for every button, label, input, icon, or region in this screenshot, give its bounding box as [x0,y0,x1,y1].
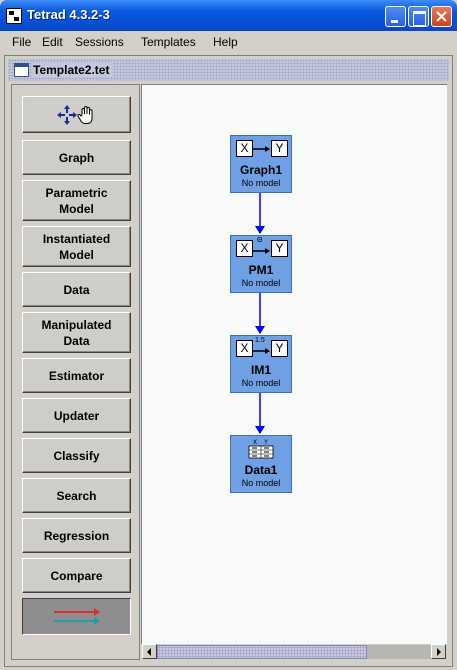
frame-window-icon [14,63,29,77]
data-tool-button[interactable]: Data [22,272,131,307]
graph-xy-icon: X Y [235,140,288,160]
node-title: Data1 [244,463,278,477]
window-title: Tetrad 4.3.2-3 [27,7,110,22]
icon-y-box: Y [271,340,288,357]
node-status: No model [241,278,281,288]
node-title: PM1 [248,263,274,277]
tool-label: Instantiated Model [42,231,111,262]
tool-label: Compare [50,568,103,583]
arrow-icon [253,348,270,354]
select-move-tool-button[interactable] [22,96,131,133]
parametric-model-tool-button[interactable]: Parametric Model [22,180,131,221]
move-select-icon [56,104,92,125]
node-graph1[interactable]: X Y Graph1 No model [230,135,292,193]
flow-arrows-icon [53,607,100,625]
maximize-button[interactable] [408,6,429,27]
node-status: No model [241,378,281,388]
node-im1[interactable]: X 1.5 Y IM1 No model [230,335,292,393]
search-tool-button[interactable]: Search [22,478,131,513]
node-status: No model [241,178,281,188]
instantiated-model-tool-button[interactable]: Instantiated Model [22,226,131,267]
tool-label: Parametric Model [45,185,108,216]
updater-tool-button[interactable]: Updater [22,398,131,433]
tool-label: Manipulated Data [41,317,112,348]
compare-tool-button[interactable]: Compare [22,558,131,593]
internal-frame-title: Template2.tet [33,63,114,77]
theta-label: Θ [257,237,263,244]
parametric-model-icon: X Θ Y [235,237,288,260]
data-table-icon: X Y [248,439,274,459]
close-button[interactable] [431,6,452,27]
edges-layer [255,193,265,434]
scroll-left-arrow-button[interactable] [142,644,157,659]
tool-label: Regression [43,528,110,543]
graph-tool-button[interactable]: Graph [22,140,131,175]
manipulated-data-tool-button[interactable]: Manipulated Data [22,312,131,353]
close-icon [436,11,447,22]
menu-edit[interactable]: Edit [42,35,63,49]
canvas-right-edge [447,84,449,644]
menu-file[interactable]: File [12,35,32,49]
icon-y-box: Y [271,240,288,257]
tool-label: Updater [53,408,100,423]
svg-text:X: X [253,439,257,446]
regression-tool-button[interactable]: Regression [22,518,131,553]
estimator-tool-button[interactable]: Estimator [22,358,131,393]
menu-help[interactable]: Help [213,35,238,49]
arrow-icon [253,146,270,152]
icon-y-box: Y [271,140,288,157]
tool-label: Search [56,488,97,503]
flow-arrows-tool-button[interactable] [22,598,131,635]
session-workbench-canvas[interactable]: X Y Graph1 No model X Θ Y PM1 No model X [141,84,447,644]
node-title: IM1 [250,363,271,377]
arrow-icon [253,248,270,254]
node-title: Graph1 [239,163,282,177]
scroll-right-arrow-button[interactable] [431,644,446,659]
title-bar[interactable]: Tetrad 4.3.2-3 [0,0,457,31]
minimize-button[interactable] [385,6,406,27]
tetrad-app-icon [6,8,22,24]
instantiated-model-icon: X 1.5 Y [235,337,288,360]
menu-templates[interactable]: Templates [141,35,196,49]
tool-label: Graph [58,150,95,165]
menu-bar: File Edit Sessions Templates Help [4,31,453,53]
menu-sessions[interactable]: Sessions [75,35,124,49]
icon-x-box: X [236,340,253,357]
icon-x-box: X [236,140,253,157]
svg-text:Y: Y [263,439,268,446]
tool-label: Estimator [48,368,105,383]
node-data1[interactable]: X Y Data1 No model [230,435,292,493]
internal-frame-title-bar[interactable] [8,59,449,81]
tool-label: Data [63,282,90,297]
icon-x-box: X [236,240,253,257]
scrollbar-thumb[interactable] [157,645,367,659]
node-status: No model [241,478,281,488]
node-pm1[interactable]: X Θ Y PM1 No model [230,235,292,293]
tool-label: Classify [53,448,100,463]
classify-tool-button[interactable]: Classify [22,438,131,473]
value-label: 1.5 [255,337,265,344]
